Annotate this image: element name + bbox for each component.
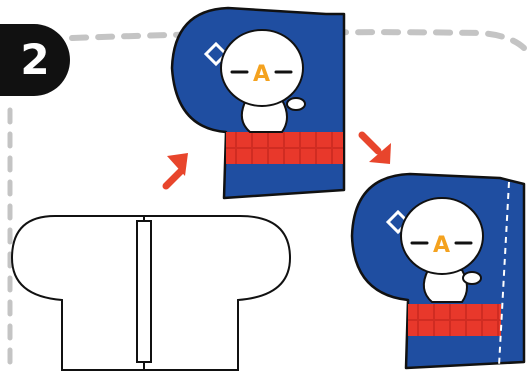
folding-template-outline [10, 215, 292, 371]
arrow-down-right-icon [358, 131, 391, 164]
mascot-letter: A [433, 233, 450, 258]
dashed-top-line [69, 29, 527, 51]
mascot-card-front: A [170, 6, 346, 200]
mascot-character: A [400, 197, 484, 303]
mascot-letter: A [253, 62, 270, 87]
fold-dashed-line [498, 181, 510, 367]
mascot-character: A [220, 29, 306, 133]
card-red-band [226, 132, 343, 164]
step-badge: 2 [0, 24, 70, 96]
mascot-card-back: A [350, 172, 526, 370]
arrow-up-right-icon [162, 153, 188, 190]
step-number: 2 [20, 35, 50, 84]
card-red-band [408, 304, 501, 336]
template-center-fold [136, 220, 152, 363]
